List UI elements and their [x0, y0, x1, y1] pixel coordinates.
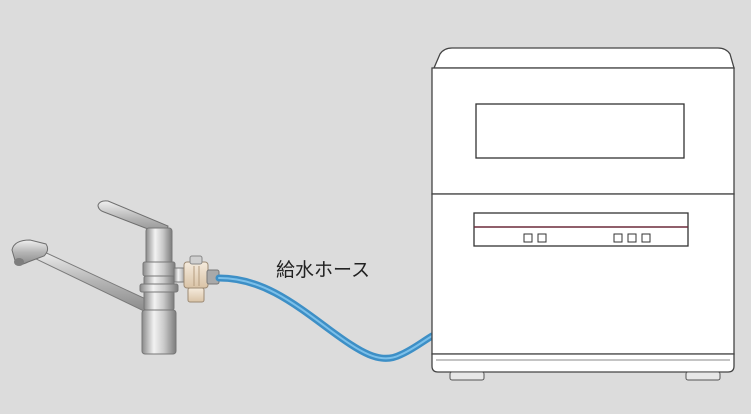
faucet — [11, 200, 179, 355]
valve-body — [183, 261, 209, 289]
dishwasher-base — [431, 353, 735, 373]
faucet-body — [145, 227, 173, 265]
dishwasher-foot — [449, 371, 485, 381]
water-hose — [215, 274, 436, 362]
dishwasher — [431, 47, 735, 381]
faucet-spout — [33, 249, 149, 313]
hose-label: 給水ホース — [276, 259, 370, 281]
panel-button — [627, 233, 637, 243]
panel-button — [537, 233, 547, 243]
dishwasher-window — [475, 103, 685, 159]
panel-button — [641, 233, 651, 243]
dishwasher-foot — [685, 371, 721, 381]
faucet-lower-body — [143, 275, 175, 311]
faucet-joint — [142, 261, 176, 277]
dishwasher-top — [433, 47, 735, 69]
valve-knob — [189, 255, 203, 265]
control-panel — [473, 212, 689, 247]
faucet-ring — [139, 283, 179, 293]
branch-valve — [173, 255, 220, 303]
panel-button — [523, 233, 533, 243]
panel-button — [613, 233, 623, 243]
valve-lower — [187, 287, 205, 303]
aerator — [14, 258, 24, 266]
faucet-base — [141, 309, 177, 355]
